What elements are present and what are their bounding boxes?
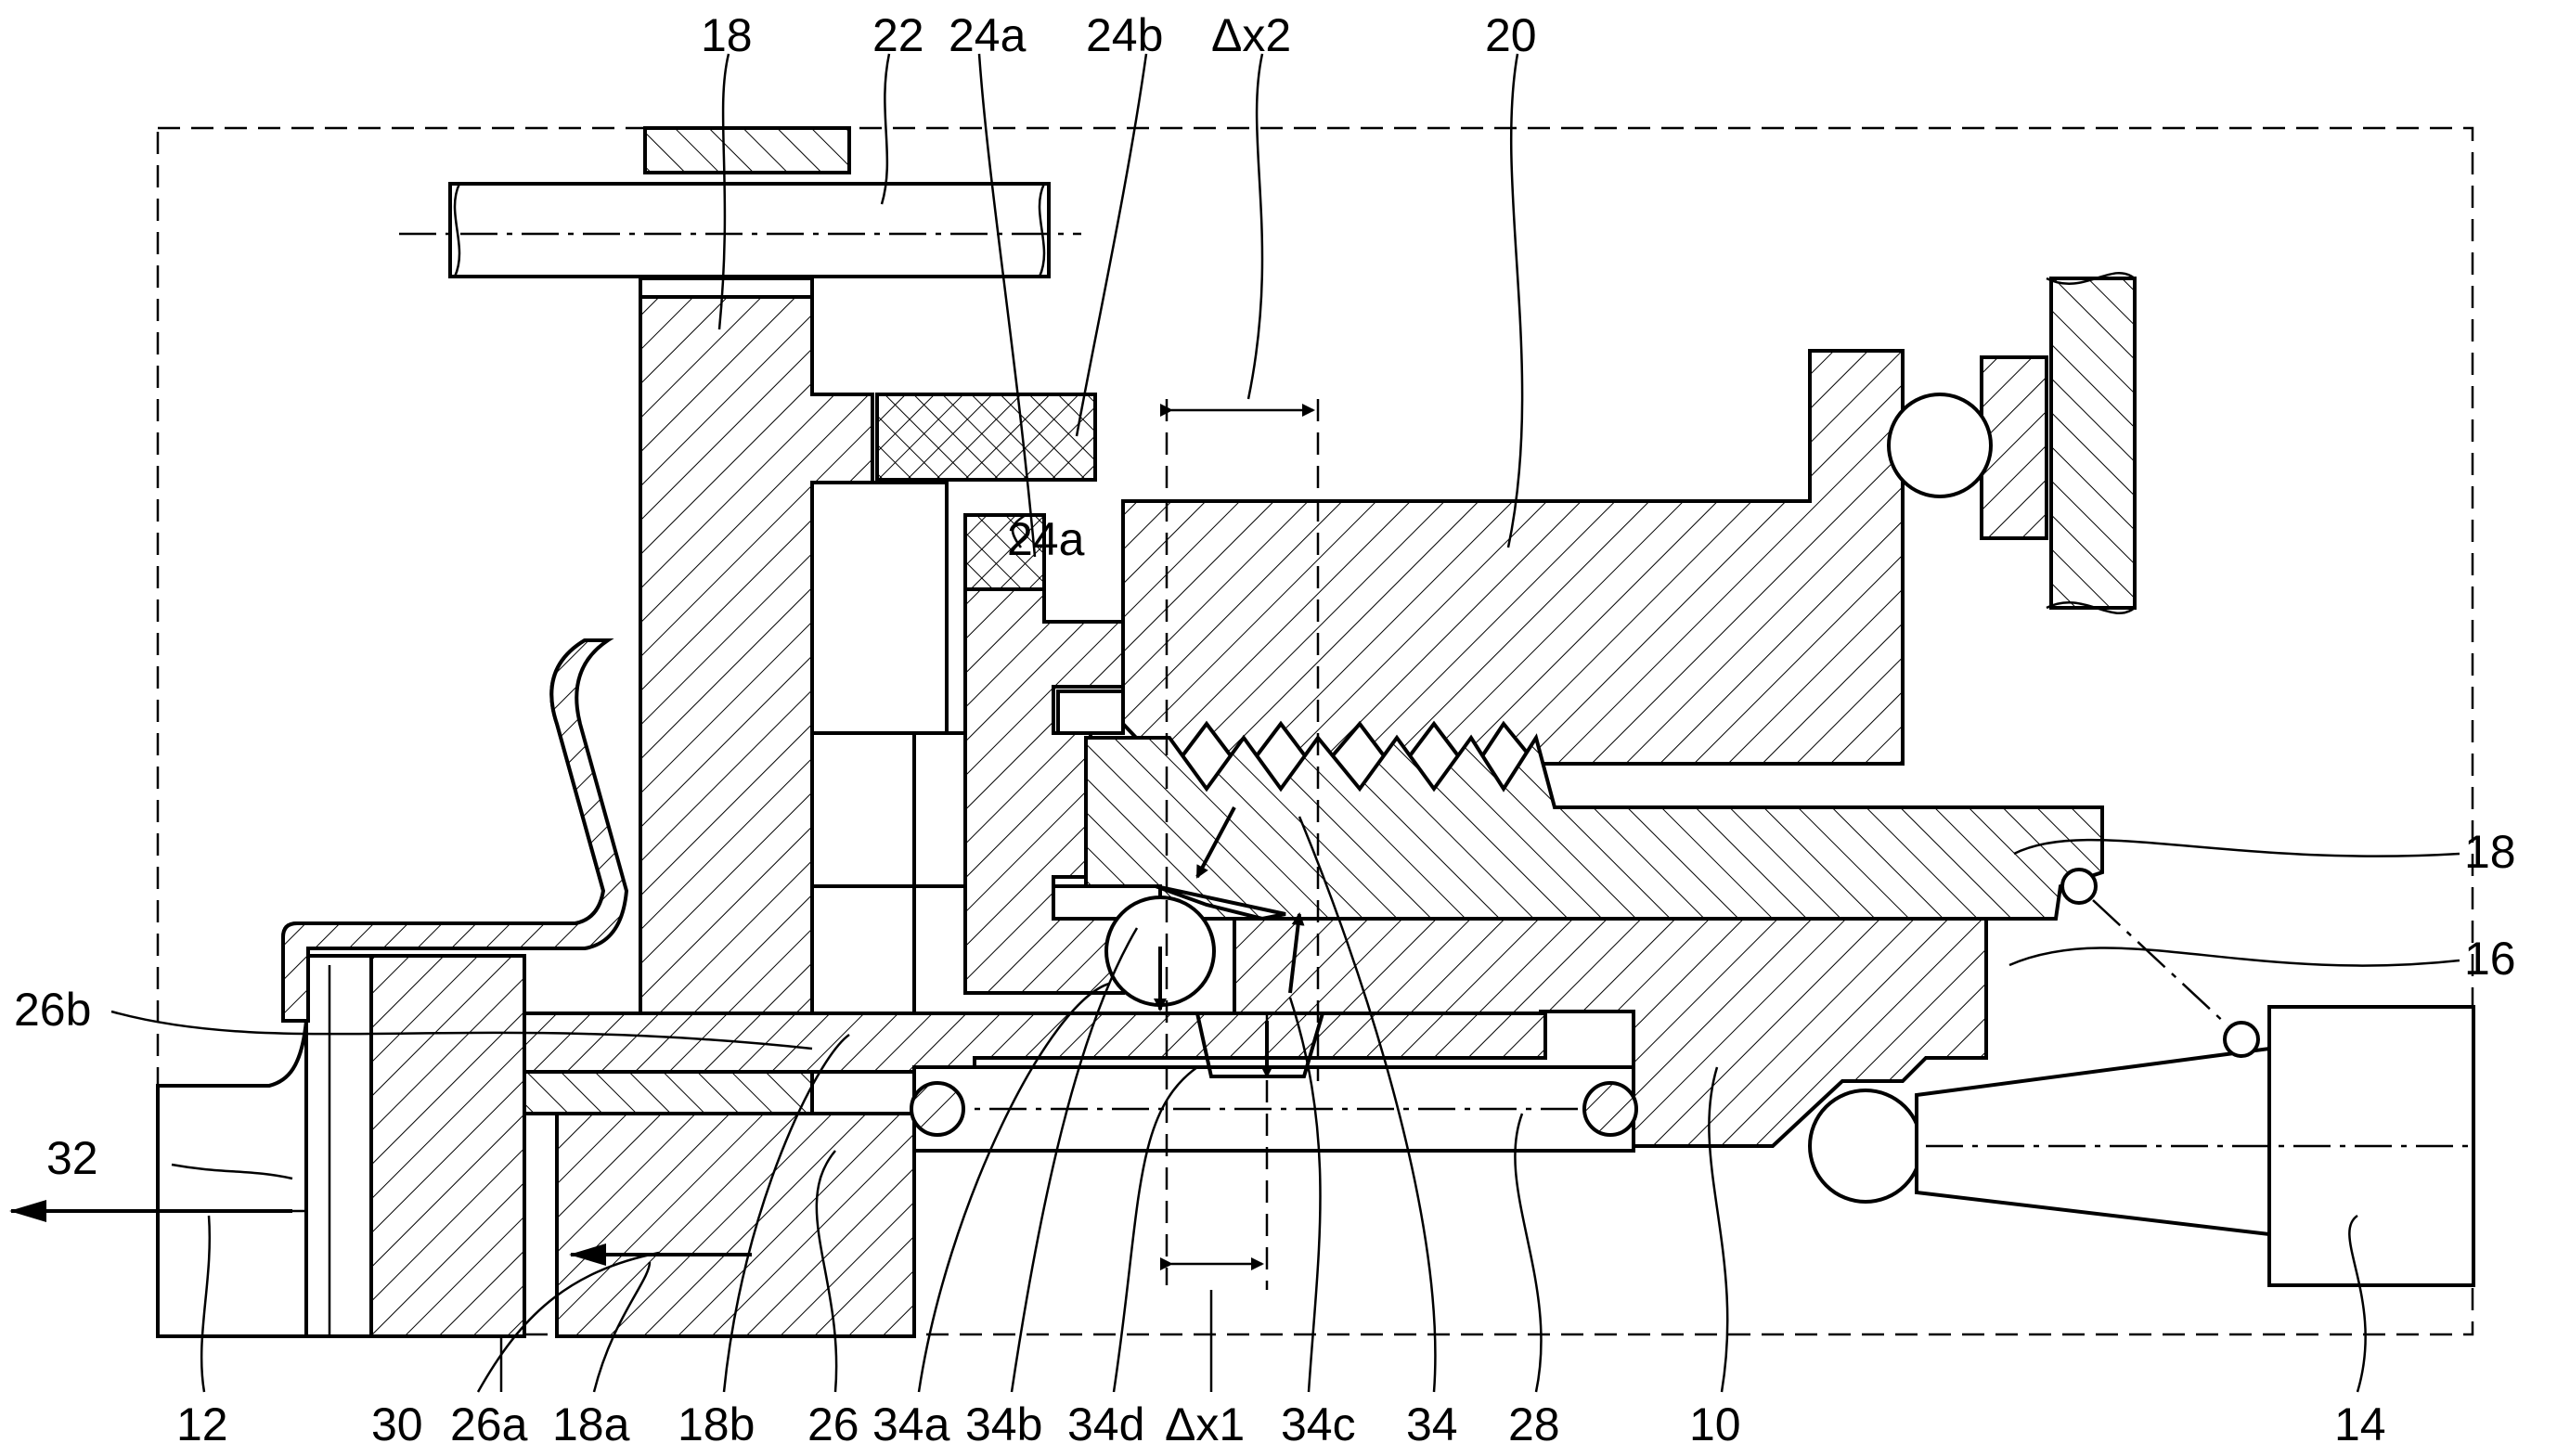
- rod-12: [304, 954, 373, 1338]
- label-30: 30: [371, 1398, 423, 1450]
- label-dx2: Δx2: [1211, 9, 1291, 61]
- label-10: 10: [1689, 1398, 1741, 1450]
- seal-24b: [875, 393, 1097, 482]
- dimension-lines: [1154, 399, 1320, 1290]
- label-24b: 24b: [1086, 9, 1163, 61]
- label-34c: 34c: [1281, 1398, 1356, 1450]
- label-34d: 34d: [1067, 1398, 1144, 1450]
- label-18-top: 18: [701, 9, 753, 61]
- label-32: 32: [46, 1132, 98, 1184]
- section-frame: [156, 126, 2474, 1336]
- nut-20: [1121, 349, 1905, 777]
- spindle-inner-gap: [1056, 689, 1125, 735]
- upper-bearing: [1887, 272, 2137, 614]
- label-12: 12: [176, 1398, 228, 1450]
- label-26: 26: [807, 1398, 859, 1450]
- label-16: 16: [2464, 933, 2516, 985]
- label-24a-mid: 24a: [1007, 513, 1085, 565]
- label-28: 28: [1508, 1398, 1560, 1450]
- oring-left: [910, 1081, 965, 1137]
- label-34b: 34b: [965, 1398, 1042, 1450]
- label-26a: 26a: [450, 1398, 528, 1450]
- label-18a: 18a: [552, 1398, 630, 1450]
- label-22: 22: [872, 9, 924, 61]
- label-24a-top: 24a: [949, 9, 1027, 61]
- reference-labels: 18 22 24a 24b Δx2 20 18 16 26b 32 12 30 …: [14, 9, 2516, 1450]
- cavity-upper: [810, 481, 949, 735]
- label-18-right: 18: [2464, 826, 2516, 878]
- piston-26-step: [523, 1070, 814, 1115]
- label-20: 20: [1485, 9, 1537, 61]
- gap-block: [912, 731, 967, 888]
- shaft-22: [399, 126, 1081, 278]
- label-dx1: Δx1: [1165, 1398, 1245, 1450]
- label-34a: 34a: [872, 1398, 950, 1450]
- label-26b: 26b: [14, 984, 91, 1036]
- label-34: 34: [1406, 1398, 1458, 1450]
- leader-lines: [110, 53, 2460, 1393]
- label-18b: 18b: [678, 1398, 755, 1450]
- rod-32: [156, 1020, 308, 1338]
- plunger-30: [369, 954, 526, 1338]
- oring-right: [1582, 1081, 1638, 1137]
- output-14: [1808, 868, 2475, 1287]
- label-14: 14: [2334, 1398, 2386, 1450]
